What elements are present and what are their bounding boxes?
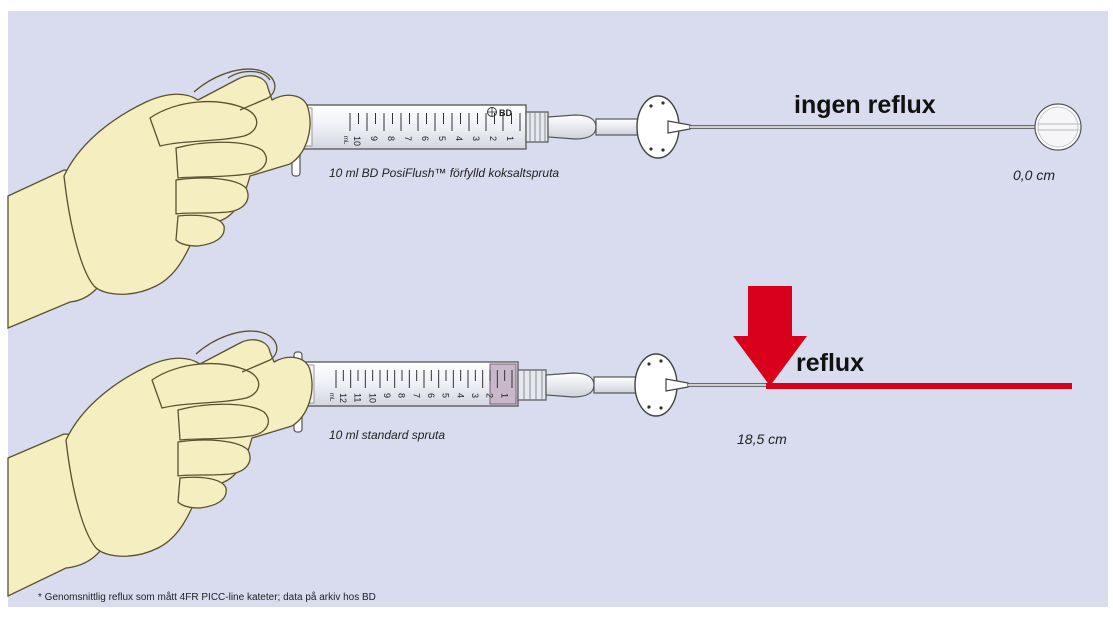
no-reflux-heading: ingen reflux: [794, 91, 936, 120]
bottom-scale-number: 7: [411, 393, 421, 398]
bottom-scale-number: 2: [485, 393, 495, 398]
bd-logo-icon: [488, 108, 497, 117]
top-scale-unit: mL: [342, 136, 348, 145]
top-syringe-tip: [548, 115, 596, 139]
bottom-scale-number: 11: [353, 393, 363, 402]
top-scale-number: 10: [352, 136, 362, 146]
bottom-syringe-caption: 10 ml standard spruta: [329, 428, 445, 442]
top-scale-number: 4: [454, 136, 464, 141]
bottom-scale-number: 10: [367, 393, 377, 403]
top-scale-number: 1: [505, 136, 515, 141]
bottom-scale-number: 8: [397, 393, 407, 398]
bottom-scale-number: 6: [426, 393, 436, 398]
bottom-syringe-tip: [546, 373, 594, 397]
bottom-reflux-measurement: 18,5 cm: [737, 431, 787, 447]
brand-label: BD: [499, 108, 512, 118]
bottom-scale-number: 3: [470, 393, 480, 398]
top-scale-number: 9: [369, 136, 379, 141]
top-syringe-caption: 10 ml BD PosiFlush™ förfylld koksaltspru…: [329, 166, 559, 180]
top-scale-number: 2: [488, 136, 498, 141]
bottom-scale-number: 5: [441, 393, 451, 398]
footnote: * Genomsnittlig reflux som mått 4FR PICC…: [38, 592, 376, 603]
bottom-scale-number: 12: [338, 393, 348, 403]
bottom-scale-number: 1: [499, 393, 509, 398]
top-scale-number: 6: [420, 136, 430, 141]
reflux-heading: reflux: [796, 349, 864, 378]
bottom-gloved-hand: [66, 331, 312, 556]
top-reflux-measurement: 0,0 cm: [1013, 167, 1055, 183]
bottom-scale-unit: mL: [328, 393, 334, 402]
bottom-scale-number: 4: [455, 393, 465, 398]
top-gloved-hand: [64, 69, 310, 294]
top-scale-number: 8: [386, 136, 396, 141]
top-scale-number: 3: [471, 136, 481, 141]
bottom-scale-number: 9: [382, 393, 392, 398]
top-scale-number: 5: [437, 136, 447, 141]
top-scale-number: 7: [403, 136, 413, 141]
